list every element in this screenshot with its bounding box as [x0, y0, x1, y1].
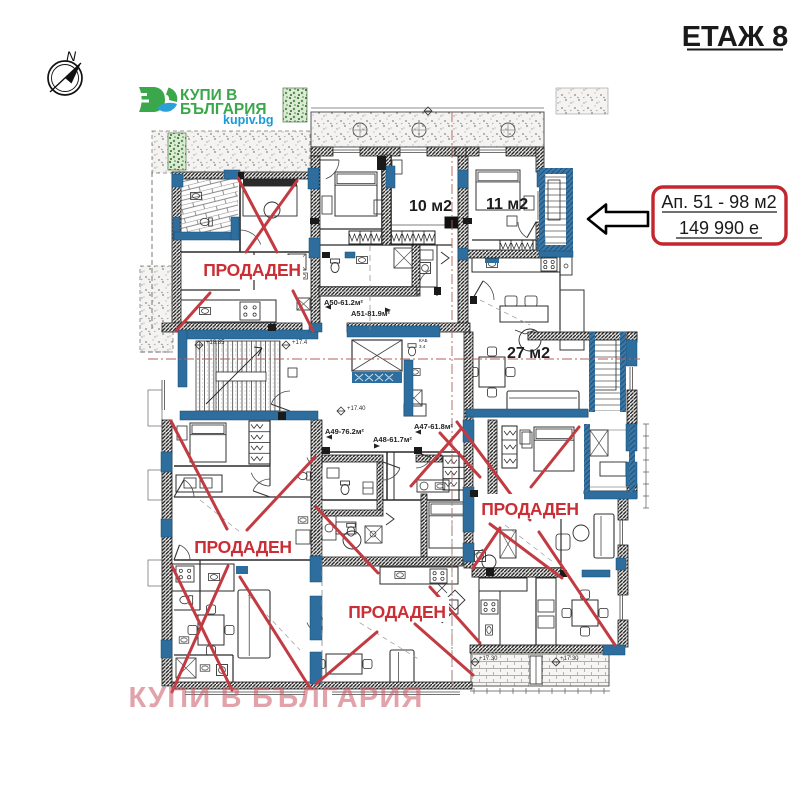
svg-text:+17.30: +17.30 [479, 656, 498, 662]
svg-text:Ап. 51 - 98 м2: Ап. 51 - 98 м2 [661, 192, 776, 212]
svg-text:+17.40: +17.40 [347, 406, 366, 412]
svg-text:27 м2: 27 м2 [507, 345, 550, 362]
svg-text:ПРОДАДЕН: ПРОДАДЕН [348, 602, 446, 622]
svg-text:А48-61.7м²: А48-61.7м² [373, 435, 412, 444]
svg-text:10 м2: 10 м2 [409, 198, 452, 215]
svg-text:+18.85: +18.85 [206, 340, 225, 346]
svg-text:N: N [66, 48, 77, 64]
svg-text:БЪЛГАРИЯ: БЪЛГАРИЯ [180, 101, 267, 118]
svg-text:А50-61.2м²: А50-61.2м² [324, 298, 363, 307]
svg-text:+17.30: +17.30 [560, 656, 579, 662]
svg-text:КАБ: КАБ [419, 338, 428, 343]
svg-text:А51-81.9м²: А51-81.9м² [351, 309, 390, 318]
svg-text:ПРОДАДЕН: ПРОДАДЕН [481, 499, 579, 519]
svg-text:11 м2: 11 м2 [486, 196, 528, 213]
svg-text:149 990 е: 149 990 е [679, 218, 759, 238]
svg-text:ПРОДАДЕН: ПРОДАДЕН [194, 537, 292, 557]
svg-text:3.4: 3.4 [419, 344, 426, 349]
svg-text:А49-76.2м²: А49-76.2м² [325, 427, 364, 436]
svg-text:+17.4: +17.4 [292, 340, 308, 346]
svg-text:ПРОДАДЕН: ПРОДАДЕН [203, 260, 301, 280]
svg-text:КУПИ В: КУПИ В [180, 87, 237, 104]
svg-text:kupiv.bg: kupiv.bg [223, 113, 273, 127]
svg-text:ЕТАЖ 8: ЕТАЖ 8 [682, 21, 789, 53]
svg-text:КУПИ В БЪЛГАРИЯ: КУПИ В БЪЛГАРИЯ [128, 682, 423, 714]
svg-text:А47-61.8м²: А47-61.8м² [414, 422, 453, 431]
